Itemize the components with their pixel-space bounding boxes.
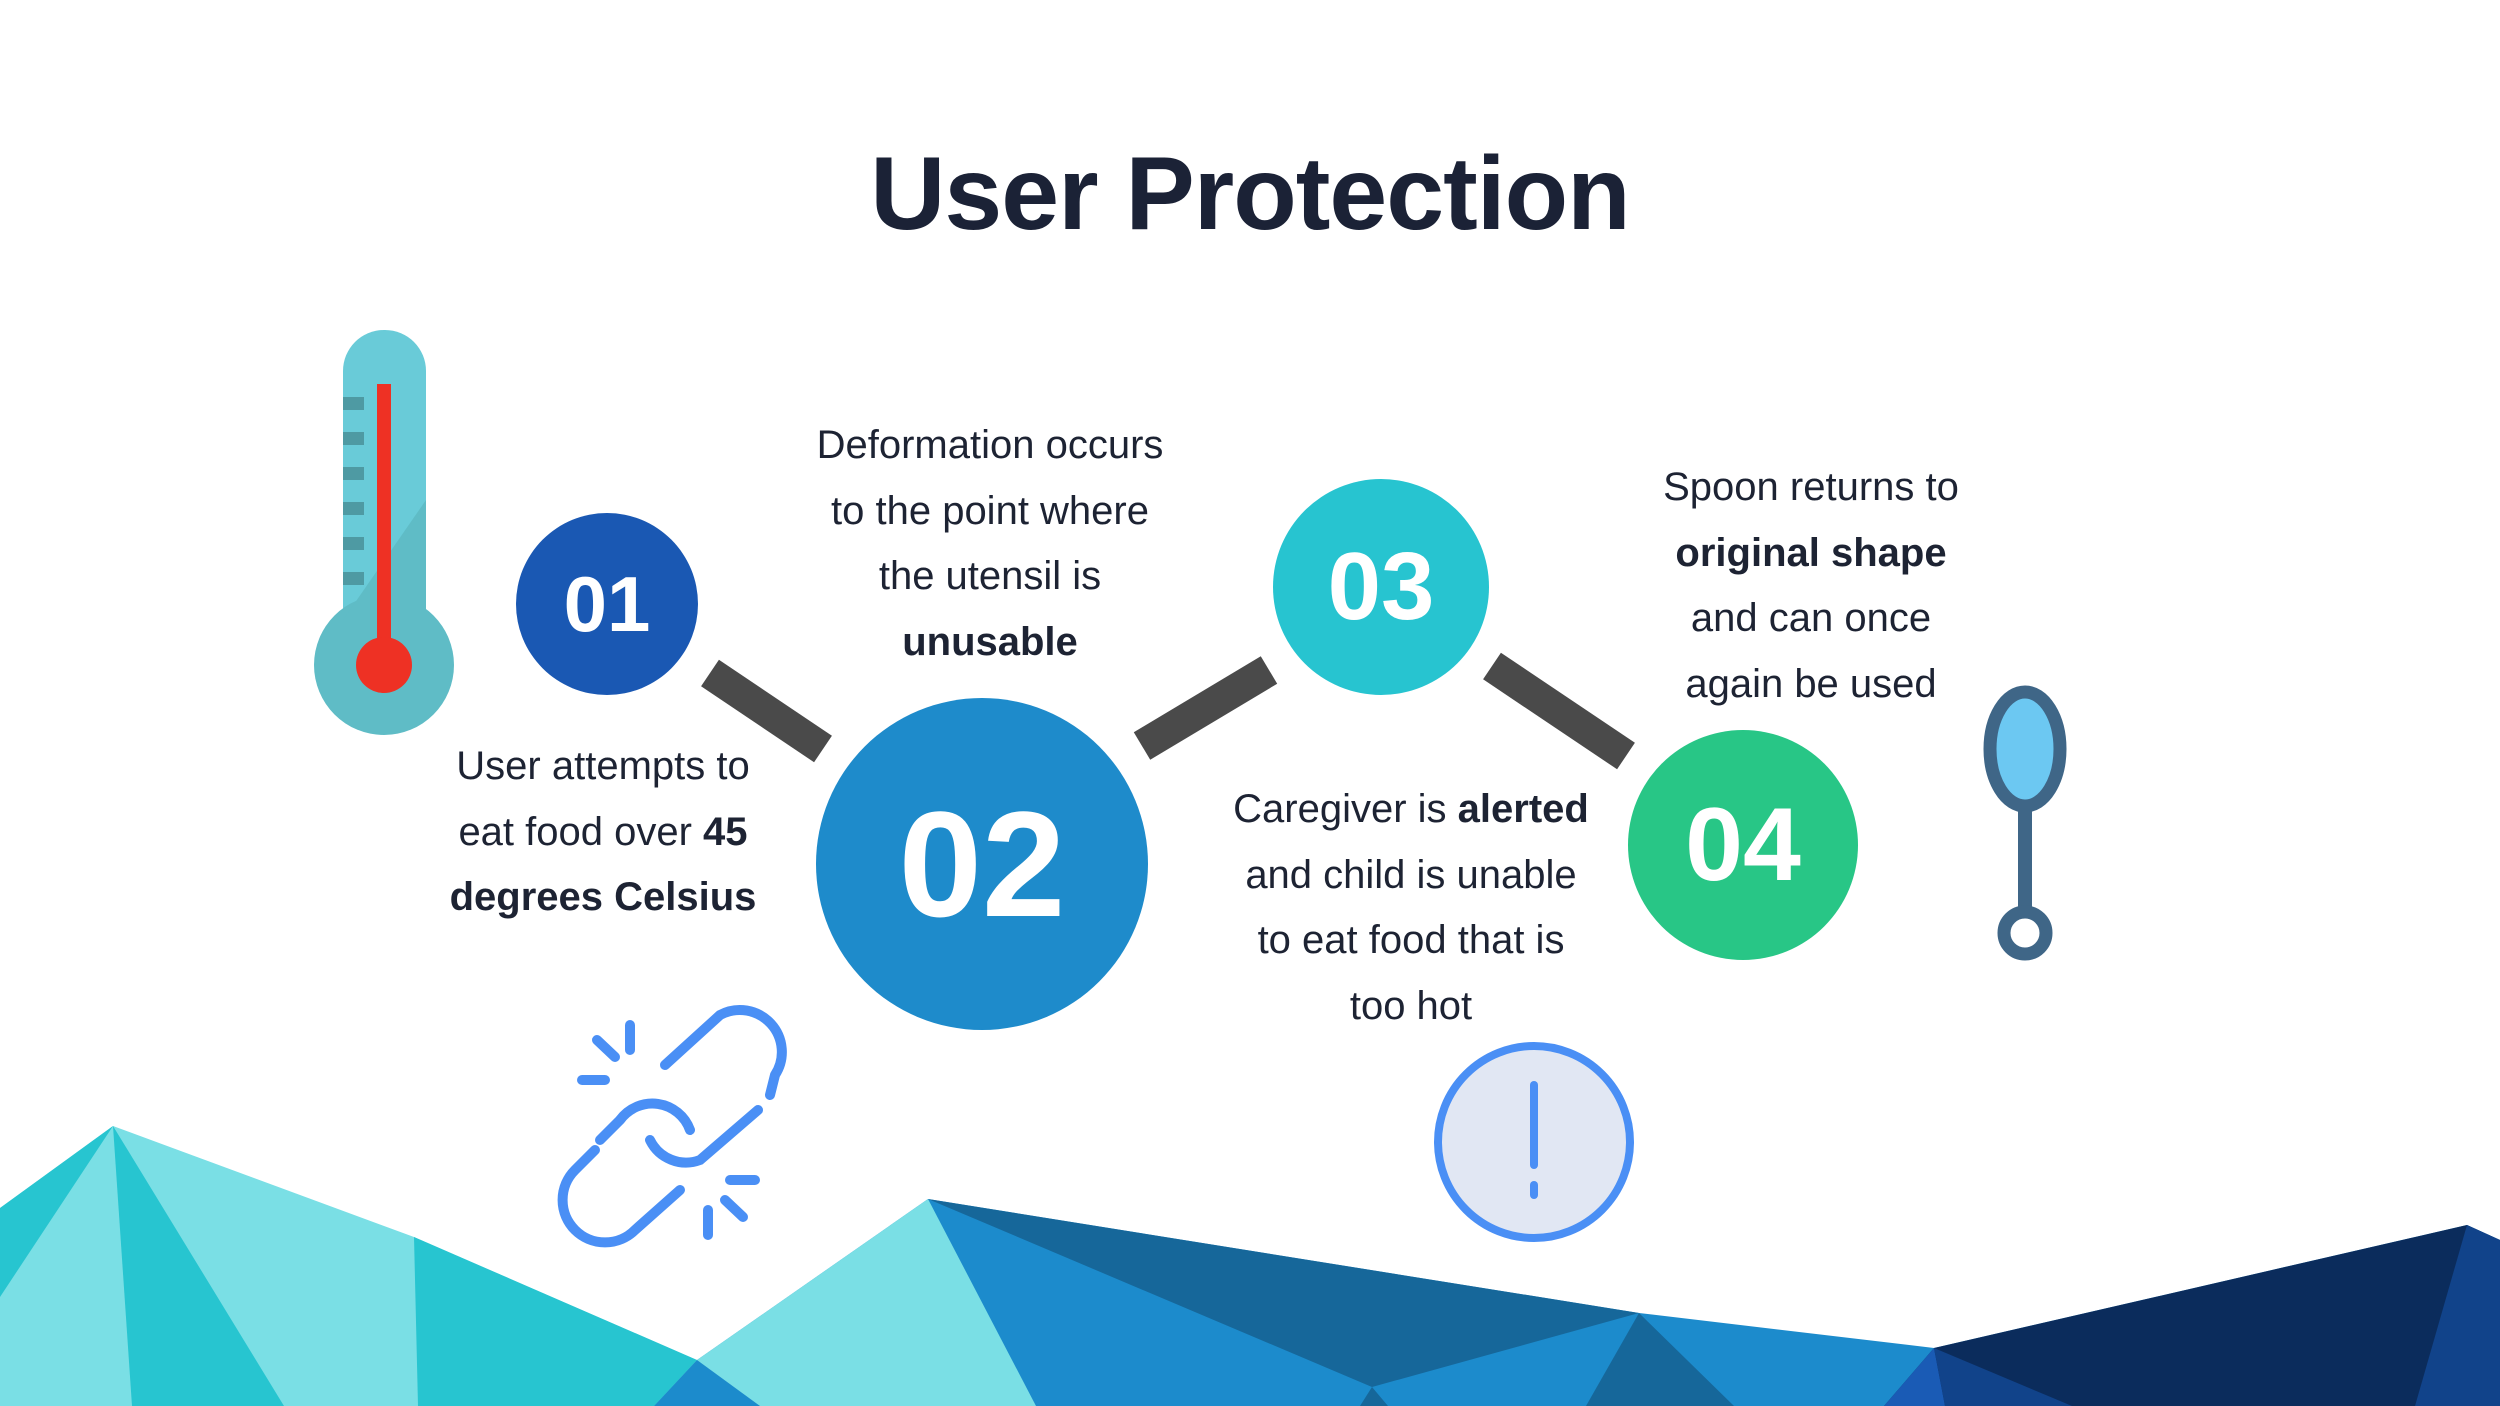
desc-text: Caregiver is [1233,787,1458,831]
desc-line: Caregiver is alerted [1151,777,1671,843]
step-02-description: Deformation occurs to the point where th… [730,413,1250,675]
desc-line: too hot [1349,983,1473,1028]
connector-01-02 [701,659,832,763]
desc-text: eat food over [458,809,704,854]
desc-line: the utensil is [878,554,1102,598]
connector-lines [701,652,1635,770]
desc-emphasis: unusable [902,619,1078,664]
desc-line: Spoon returns to [1663,465,1959,509]
step-03-description: Caregiver is alerted and child is unable… [1151,777,1671,1039]
mountain-decoration [0,1126,2500,1406]
desc-line: and child is unable [1245,852,1577,897]
step-01-circle: 01 [516,513,698,695]
connector-03-04 [1483,652,1635,770]
desc-line: to eat food that is [1257,918,1565,962]
step-number: 03 [1327,533,1435,640]
page-title: User Protection [870,136,1630,252]
desc-line: User attempts to [456,744,750,788]
step-03-circle: 03 [1273,479,1489,695]
desc-emphasis: degrees Celsius [449,875,757,919]
desc-line: degrees Celsius [343,865,863,931]
desc-line: unusable [730,610,1250,676]
step-02-circle: 02 [816,698,1148,1030]
step-04-circle: 04 [1628,730,1858,960]
step-number: 01 [563,559,651,648]
desc-emphasis: original shape [1675,530,1947,575]
spoon-icon [1983,685,2067,961]
desc-emphasis: alerted [1457,787,1589,831]
desc-line: Deformation occurs [816,423,1164,467]
broken-link-icon [557,1005,787,1248]
alert-icon [1434,1042,1634,1242]
desc-line: eat food over 45 [343,800,863,866]
thermometer-icon [314,330,454,735]
desc-line: to the point where [831,488,1149,533]
desc-line: again be used [1685,661,1937,706]
step-number: 02 [898,779,1066,948]
step-number: 04 [1685,786,1801,903]
connector-02-03 [1133,656,1278,760]
step-04-description: Spoon returns to original shape and can … [1551,455,2071,717]
desc-line: and can once [1690,596,1932,640]
desc-emphasis: 45 [703,809,748,854]
desc-line: original shape [1551,521,2071,587]
step-01-description: User attempts to eat food over 45 degree… [343,734,863,931]
